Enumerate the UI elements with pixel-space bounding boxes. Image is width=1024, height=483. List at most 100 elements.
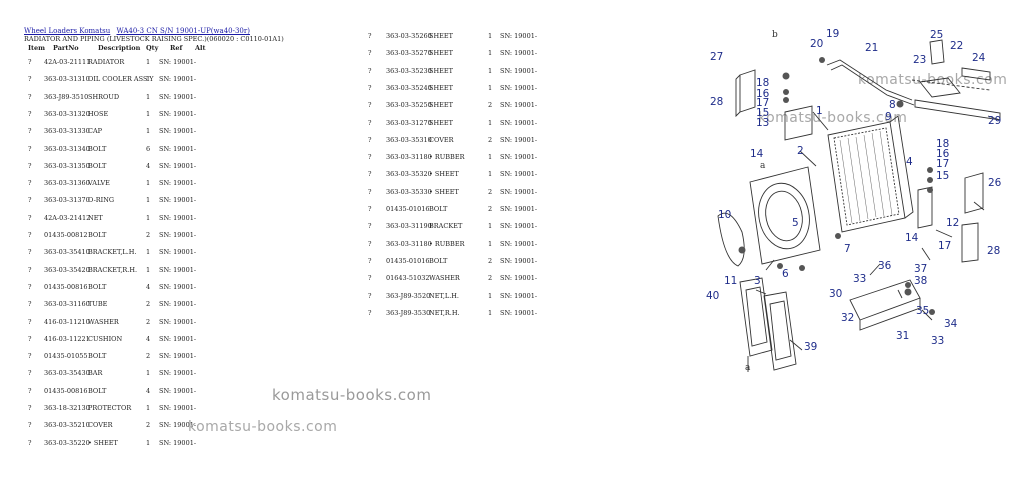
callout-number: 13 <box>756 117 769 129</box>
reference-letter: b <box>772 30 778 40</box>
col-header-ref: Ref <box>170 44 183 52</box>
cell-qty: 1 <box>146 248 151 257</box>
callout-number: 17 <box>938 240 951 252</box>
cell-item: ? <box>368 170 372 179</box>
cell-desc: CAP <box>88 127 103 136</box>
cell-qty: 1 <box>146 438 151 447</box>
cell-ref: SN: 19001- <box>159 144 197 153</box>
cell-qty: 2 <box>146 300 151 309</box>
callout-number: 14 <box>750 148 764 160</box>
cell-item: ? <box>368 32 372 40</box>
cell-item: ? <box>28 334 32 343</box>
cell-item: ? <box>28 179 32 188</box>
cell-qty: 2 <box>488 274 493 283</box>
cell-desc: SHEET <box>429 49 453 58</box>
cell-item: ? <box>28 161 32 170</box>
callout-number: 15 <box>756 107 769 119</box>
callout-number: 11 <box>724 275 737 287</box>
cell-qty: 2 <box>146 231 151 239</box>
cell-qty: 1 <box>146 404 151 412</box>
cell-partno: 363-03-31350 <box>44 161 90 170</box>
cell-item: ? <box>28 317 32 326</box>
callout-number: 20 <box>810 38 823 50</box>
cell-item: ? <box>28 265 32 274</box>
callout-number: 26 <box>988 177 1002 189</box>
callout-number: 24 <box>972 52 986 64</box>
cell-ref: SN: 19001- <box>159 404 197 412</box>
callout-number: 18 <box>936 138 949 150</box>
cell-item: ? <box>28 213 32 222</box>
cell-item: ? <box>28 109 32 118</box>
cell-ref: SN: 19001- <box>159 265 197 274</box>
callout-number: 30 <box>829 288 842 300</box>
cell-desc: SHROUD <box>88 92 120 101</box>
cell-partno: 363-03-35330 <box>386 187 432 196</box>
callout-number: 14 <box>905 232 919 244</box>
cell-qty: 1 <box>488 153 493 162</box>
cell-partno: 01435-00816 <box>44 282 88 291</box>
breadcrumb-link-serial[interactable]: WA40-3 CN S/N 19001-UP(wa40-30r) <box>116 27 250 35</box>
cell-partno: 42A-03-21412 <box>44 213 91 222</box>
cell-item: ? <box>368 308 372 317</box>
callout-number: 39 <box>804 341 817 353</box>
cell-ref: SN: 19001- <box>159 369 197 378</box>
cell-qty: 2 <box>146 421 151 430</box>
callout-number: 36 <box>878 260 892 272</box>
callout-number: 17 <box>756 97 769 109</box>
cell-ref: SN: 19001- <box>500 118 538 127</box>
cell-desc: BRACKET,R.H. <box>88 265 138 274</box>
cell-item: ? <box>28 404 32 412</box>
watermark: komatsu-books.com <box>272 386 432 404</box>
cell-partno: 01643-51032 <box>386 274 430 283</box>
cell-desc: BOLT <box>88 144 107 153</box>
cell-item: ? <box>28 386 32 395</box>
cell-desc: SHEET <box>429 118 453 127</box>
cell-qty: 1 <box>146 75 151 84</box>
cell-item: ? <box>28 231 32 239</box>
cell-qty: 1 <box>146 369 151 378</box>
callout-number: 23 <box>913 54 926 66</box>
cell-qty: 1 <box>146 196 151 205</box>
cell-qty: 2 <box>488 256 493 265</box>
cell-ref: SN: 19001- <box>159 92 197 101</box>
cell-partno: 363-03-31310 <box>44 75 90 84</box>
cell-partno: 363-J89-3530 <box>386 308 431 317</box>
breadcrumb-link-model[interactable]: Wheel Loaders Komatsu <box>24 27 111 35</box>
cell-item: ? <box>368 239 372 248</box>
cell-item: ? <box>368 256 372 265</box>
cell-item: ? <box>28 75 32 84</box>
callout-number: 18 <box>756 77 769 89</box>
cell-item: ? <box>28 248 32 257</box>
cell-item: ? <box>368 153 372 162</box>
cell-qty: 1 <box>488 83 493 92</box>
cell-item: ? <box>368 274 372 283</box>
cell-ref: SN: 19001- <box>500 239 538 248</box>
cell-qty: 1 <box>488 49 493 58</box>
cell-ref: SN: 19001- <box>159 352 197 361</box>
cell-desc: BOLT <box>88 386 107 395</box>
callout-number: 34 <box>944 318 958 330</box>
cell-qty: 4 <box>146 386 151 395</box>
page-title: RADIATOR AND PIPING (LIVESTOCK RAISING S… <box>24 35 284 43</box>
cell-qty: 1 <box>146 127 151 136</box>
cell-desc: COVER <box>88 421 113 430</box>
cell-partno: 363-03-35230 <box>386 66 432 75</box>
callout-number: 21 <box>865 42 878 54</box>
cell-ref: SN: 19001- <box>159 75 197 84</box>
breadcrumb: Wheel Loaders Komatsu WA40-3 CN S/N 1900… <box>24 27 254 35</box>
cell-desc: BRACKET,L.H. <box>88 248 137 257</box>
